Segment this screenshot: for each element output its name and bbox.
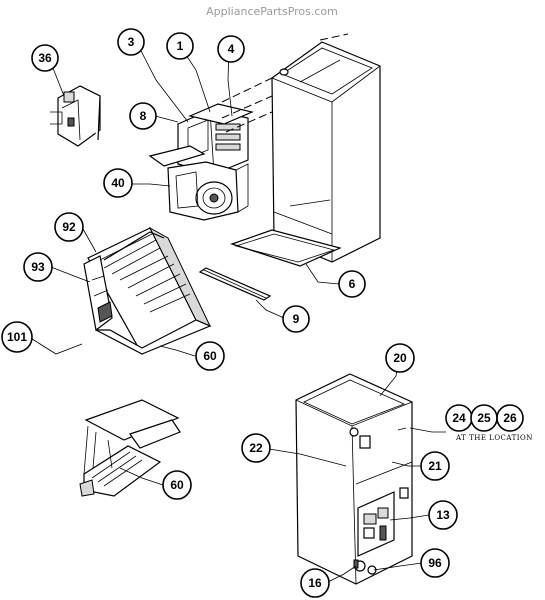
callout-13: 13 — [428, 500, 458, 530]
callout-96: 96 — [420, 548, 450, 578]
callout-93: 93 — [23, 252, 53, 282]
location-note: AT THE LOCATION — [455, 434, 533, 442]
callout-label: 60 — [203, 349, 217, 363]
callout-1: 1 — [166, 32, 194, 60]
callout-label: 60 — [170, 478, 184, 492]
leader-lines — [28, 42, 446, 583]
callout-label: 92 — [62, 220, 76, 234]
callout-8: 8 — [129, 102, 157, 130]
callout-36: 36 — [31, 44, 59, 72]
callout-label: 20 — [393, 351, 407, 365]
callout-40: 40 — [103, 168, 133, 198]
callout-101: 101 — [1, 321, 33, 353]
cabinet-upper — [221, 33, 381, 267]
watermark-text: AppliancePartsPros.com — [206, 5, 338, 18]
callout-25: 25 — [470, 404, 498, 432]
callout-21: 21 — [420, 451, 450, 481]
callout-26: 26 — [496, 404, 524, 432]
callout-4: 4 — [217, 35, 245, 63]
callout-60-lower: 60 — [162, 470, 192, 500]
drain-pan-assembly — [79, 399, 181, 497]
callout-label: 16 — [308, 576, 322, 590]
evaporator-coil — [83, 226, 212, 355]
callout-label: 96 — [428, 556, 442, 570]
callout-24: 24 — [445, 404, 473, 432]
callout-label: 24 — [452, 411, 466, 425]
callout-label: 4 — [228, 42, 235, 56]
callout-60-upper: 60 — [195, 341, 225, 371]
callout-9: 9 — [282, 305, 310, 333]
callout-label: 8 — [140, 109, 147, 123]
part-36-bracket — [50, 85, 101, 147]
callout-20: 20 — [385, 343, 415, 373]
callout-92: 92 — [54, 212, 84, 242]
callout-label: 13 — [436, 508, 450, 522]
callout-label: 40 — [111, 176, 125, 190]
callout-3: 3 — [117, 28, 145, 56]
callout-label: 21 — [428, 459, 442, 473]
blower-assembly — [148, 103, 254, 221]
callout-label: 26 — [503, 411, 517, 425]
cabinet-assembled — [295, 373, 413, 585]
callout-16: 16 — [300, 568, 330, 598]
callout-22: 22 — [241, 433, 271, 463]
callout-label: 1 — [177, 39, 184, 53]
callout-label: 9 — [293, 312, 300, 326]
callout-label: 25 — [477, 411, 491, 425]
callout-label: 6 — [349, 277, 356, 291]
callout-label: 93 — [31, 260, 45, 274]
callout-label: 36 — [38, 51, 52, 65]
part-9-rail — [198, 267, 272, 301]
callout-label: 22 — [249, 441, 263, 455]
callout-label: 101 — [7, 330, 27, 344]
callout-6: 6 — [338, 270, 366, 298]
callout-label: 3 — [128, 35, 135, 49]
